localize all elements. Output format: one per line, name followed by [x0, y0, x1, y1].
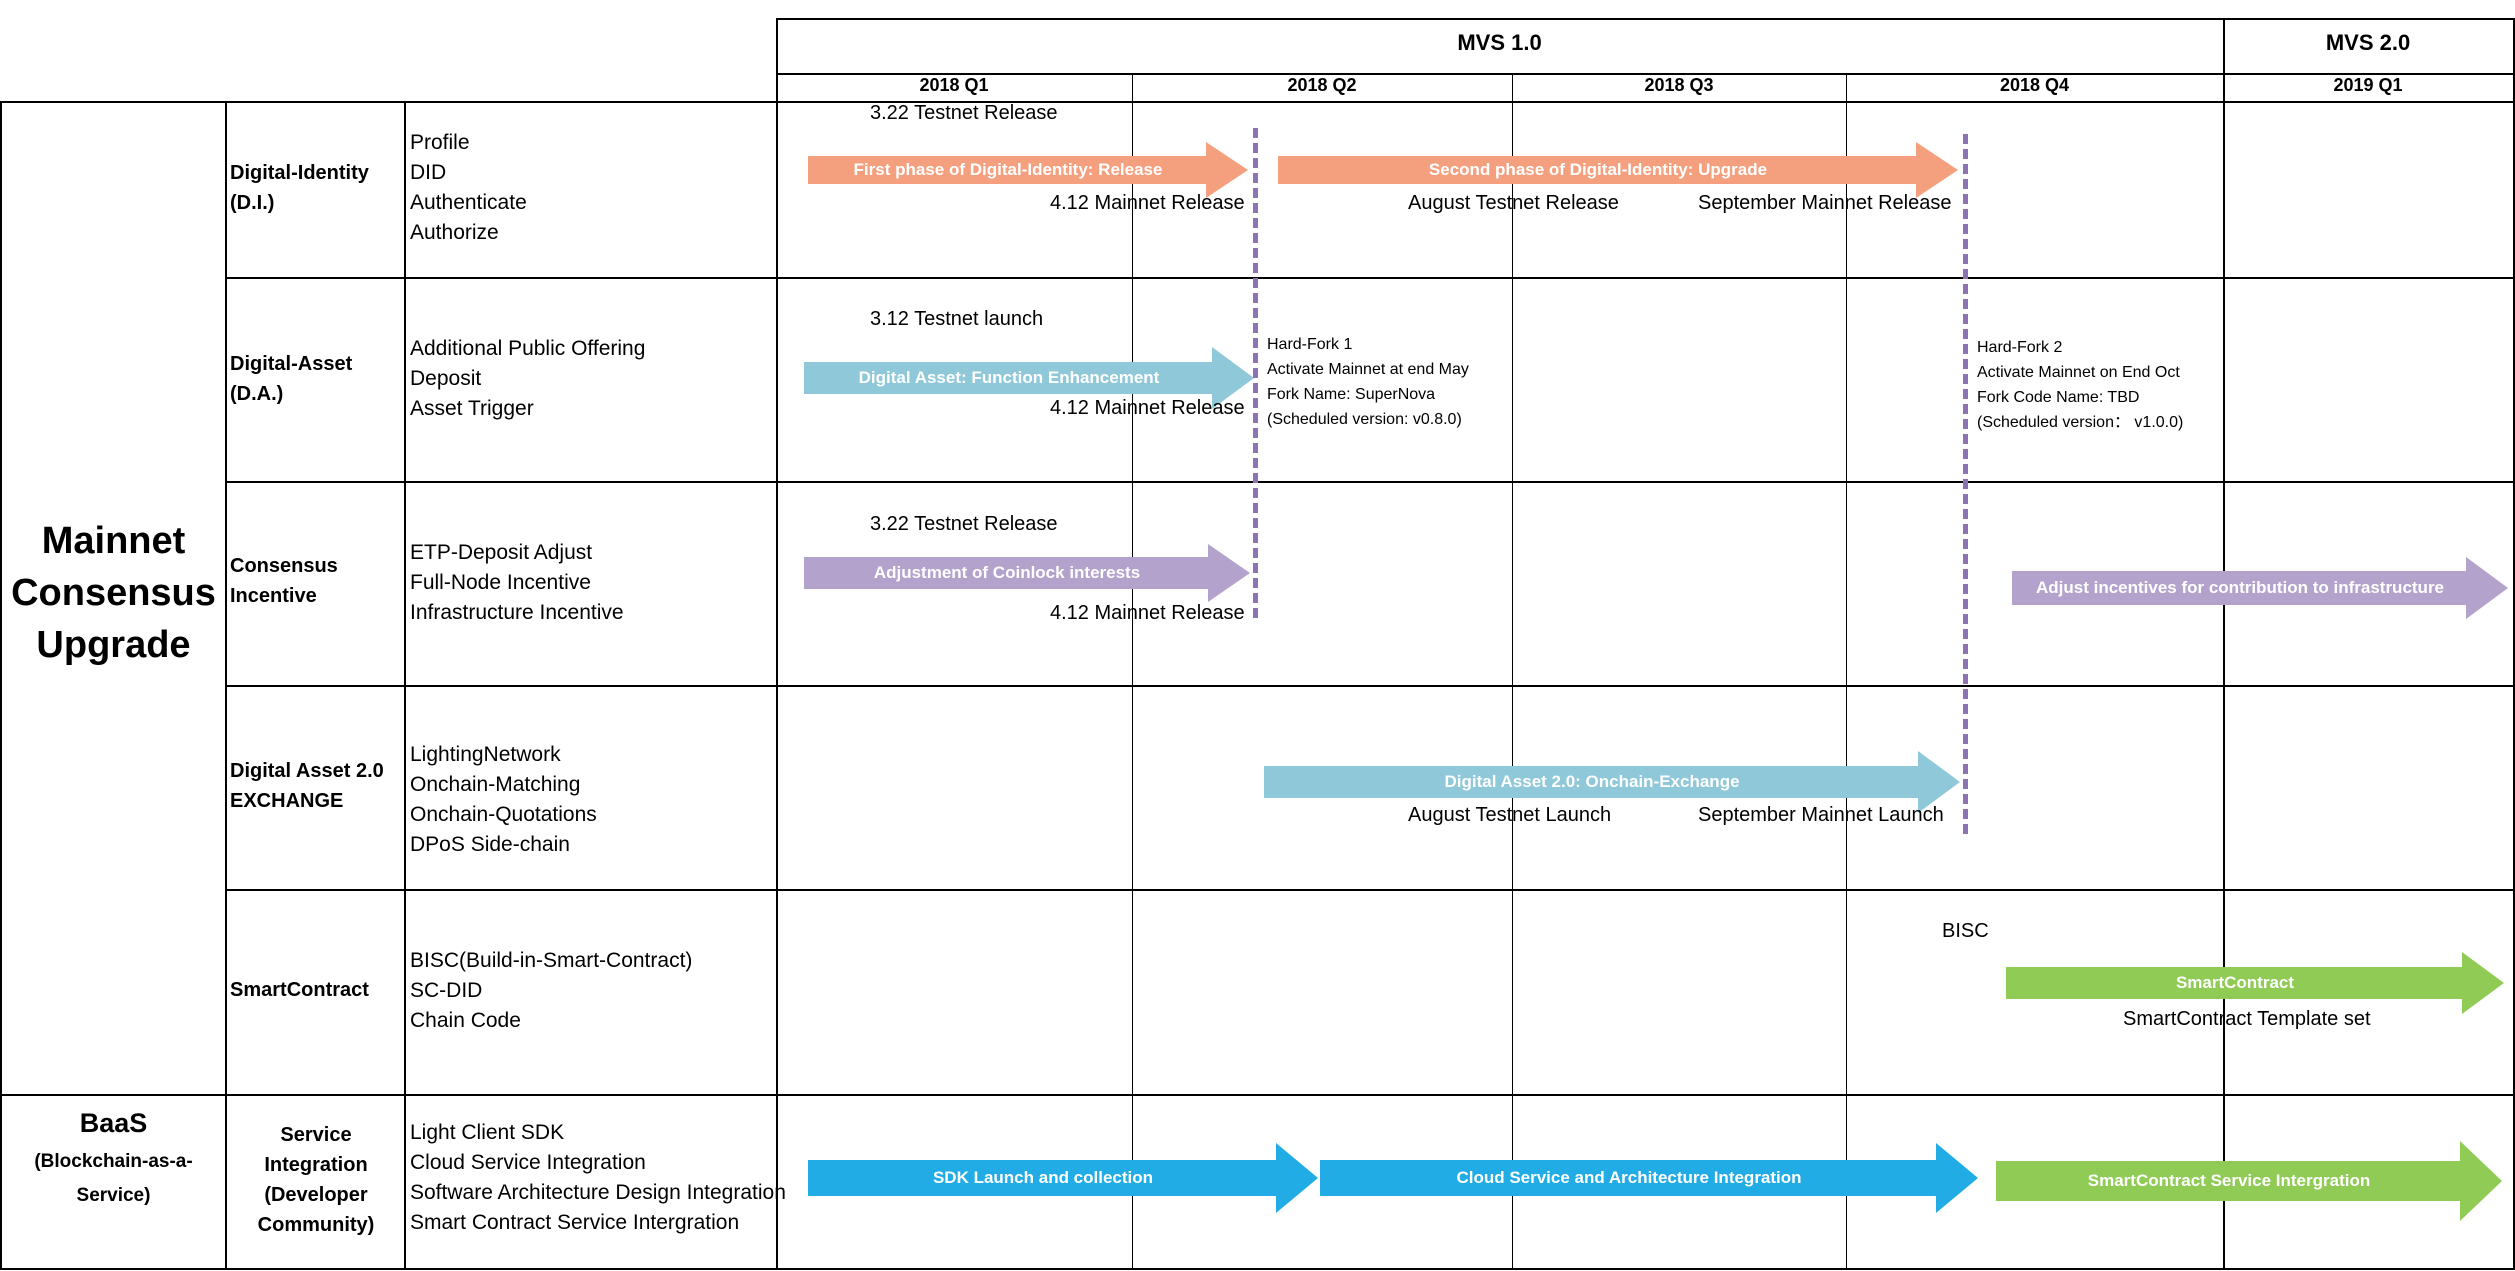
label-di-mainnet: 4.12 Mainnet Release [1050, 192, 1245, 214]
group-title-mainnet: Mainnet Consensus Upgrade [11, 520, 216, 666]
note-line: Hard-Fork 1 [1267, 336, 1353, 353]
label-di-testnet: 3.22 Testnet Release [870, 102, 1058, 124]
arrow-label: First phase of Digital-Identity: Release [853, 160, 1163, 179]
feature-item: Profile [410, 131, 470, 154]
category-service-integration: Service Integration (Developer Community… [257, 1124, 375, 1236]
arrow-shape [1996, 1141, 2502, 1221]
feature-item: DPoS Side-chain [410, 833, 570, 856]
note-line: Fork Name: SuperNova [1267, 386, 1436, 403]
feature-item: Asset Trigger [410, 397, 534, 420]
quarter-header-2018q3: 2018 Q3 [1644, 75, 1714, 95]
feature-item: Authorize [410, 221, 499, 244]
note-hard-fork-1: Hard-Fork 1 Activate Mainnet at end May … [1267, 332, 1469, 432]
arrow-label: Second phase of Digital-Identity: Upgrad… [1428, 160, 1768, 179]
feature-item: Light Client SDK [410, 1121, 565, 1144]
feature-item: ETP-Deposit Adjust [410, 541, 593, 564]
arrow-shape [808, 1143, 1318, 1213]
arrow-di-first-phase: First phase of Digital-Identity: Release [808, 142, 1248, 198]
label-sc-template-set: SmartContract Template set [2123, 1008, 2371, 1030]
label-ex-september-mainnet: September Mainnet Launch [1698, 804, 1944, 826]
label-da-mainnet: 4.12 Mainnet Release [1050, 397, 1245, 419]
arrow-shape [1320, 1143, 1978, 1213]
feature-item: Full-Node Incentive [410, 571, 591, 594]
note-line: (Scheduled version: v0.8.0) [1267, 411, 1462, 428]
note-line: (Scheduled version： v1.0.0) [1977, 414, 2184, 431]
arrow-label: Digital Asset: Function Enhancement [858, 368, 1160, 387]
feature-item: Onchain-Matching [410, 773, 581, 796]
label-di-september-mainnet: September Mainnet Release [1698, 192, 1952, 214]
feature-item: Smart Contract Service Intergration [410, 1211, 740, 1234]
label-da-testnet: 3.12 Testnet launch [870, 308, 1044, 330]
arrow-si-cloud-service: Cloud Service and Architecture Integrati… [1320, 1143, 1978, 1213]
version-header-mvs2: MVS 2.0 [2325, 30, 2411, 55]
feature-item: Chain Code [410, 1009, 521, 1032]
feature-item: Software Architecture Design Integration [410, 1181, 786, 1204]
arrow-shape [804, 544, 1250, 602]
group-subtitle-baas: (Blockchain-as-a- Service) [34, 1151, 193, 1206]
milestone-dashed-line-q2 [1253, 128, 1258, 618]
features-smartcontract: BISC(Build-in-Smart-Contract) SC-DID Cha… [410, 946, 692, 1036]
feature-item: BISC(Build-in-Smart-Contract) [410, 949, 693, 972]
arrow-label: Adjust incentives for contribution to in… [2035, 578, 2445, 597]
feature-item: LightingNetwork [410, 743, 561, 766]
arrow-da-function-enhancement: Digital Asset: Function Enhancement [804, 347, 1254, 409]
milestone-dashed-line-q4 [1963, 134, 1968, 834]
quarter-header-2019q1: 2019 Q1 [2333, 75, 2403, 95]
quarter-header-2018q4: 2018 Q4 [1999, 75, 2070, 95]
category-digital-identity: Digital-Identity (D.I.) [230, 162, 369, 214]
arrow-ex-onchain-exchange: Digital Asset 2.0: Onchain-Exchange [1264, 751, 1960, 813]
features-consensus-incentive: ETP-Deposit Adjust Full-Node Incentive I… [410, 538, 624, 628]
quarter-header-2018q1: 2018 Q1 [919, 75, 989, 95]
label-ci-testnet: 3.22 Testnet Release [870, 513, 1058, 535]
feature-item: Cloud Service Integration [410, 1151, 646, 1174]
features-digital-asset: Additional Public Offering Deposit Asset… [410, 334, 645, 424]
features-digital-identity: Profile DID Authenticate Authorize [410, 128, 527, 248]
arrow-ci-coinlock-interests: Adjustment of Coinlock interests [804, 544, 1250, 602]
feature-item: Additional Public Offering [410, 337, 646, 360]
arrow-shape [2012, 557, 2508, 619]
category-digital-asset-2-exchange: Digital Asset 2.0 EXCHANGE [230, 760, 384, 812]
label-ex-august-testnet: August Testnet Launch [1408, 804, 1612, 826]
arrow-di-second-phase: Second phase of Digital-Identity: Upgrad… [1278, 142, 1958, 198]
arrow-si-smartcontract-service: SmartContract Service Intergration [1996, 1141, 2502, 1221]
category-smartcontract: SmartContract [230, 979, 369, 1001]
features-digital-asset-2-exchange: LightingNetwork Onchain-Matching Onchain… [410, 740, 597, 860]
arrow-shape [804, 347, 1254, 409]
arrow-shape [1264, 751, 1960, 813]
features-service-integration: Light Client SDK Cloud Service Integrati… [410, 1118, 786, 1238]
arrow-label: Digital Asset 2.0: Onchain-Exchange [1444, 772, 1740, 791]
arrow-ci-infrastructure-incentives: Adjust incentives for contribution to in… [2012, 557, 2508, 619]
note-hard-fork-2: Hard-Fork 2 Activate Mainnet on End Oct … [1977, 335, 2183, 435]
feature-item: Deposit [410, 367, 482, 390]
note-line: Hard-Fork 2 [1977, 339, 2063, 356]
feature-item: DID [410, 161, 447, 184]
arrow-label: Adjustment of Coinlock interests [873, 563, 1141, 582]
note-line: Activate Mainnet at end May [1267, 361, 1469, 378]
note-line: Activate Mainnet on End Oct [1977, 364, 2180, 381]
label-di-august-testnet: August Testnet Release [1408, 192, 1619, 214]
arrow-sc-smartcontract: SmartContract [2006, 952, 2504, 1014]
arrow-label: Cloud Service and Architecture Integrati… [1456, 1168, 1802, 1187]
arrow-shape [1278, 142, 1958, 198]
quarter-header-2018q2: 2018 Q2 [1287, 75, 1357, 95]
note-line: Fork Code Name: TBD [1977, 389, 2140, 406]
category-consensus-incentive: Consensus Incentive [230, 555, 338, 607]
arrow-shape [2006, 952, 2504, 1014]
version-header-mvs1: MVS 1.0 [1457, 30, 1542, 55]
category-digital-asset: Digital-Asset (D.A.) [230, 353, 353, 405]
arrow-label: SmartContract Service Intergration [2087, 1171, 2371, 1190]
label-ci-mainnet: 4.12 Mainnet Release [1050, 602, 1245, 624]
arrow-label: SmartContract [2175, 973, 2295, 992]
group-title-baas: BaaS [79, 1108, 148, 1138]
arrow-shape [808, 142, 1248, 198]
arrow-si-sdk-launch: SDK Launch and collection [808, 1143, 1318, 1213]
feature-item: Authenticate [410, 191, 527, 214]
label-sc-bisc: BISC [1942, 920, 1989, 942]
feature-item: Infrastructure Incentive [410, 601, 624, 624]
feature-item: Onchain-Quotations [410, 803, 597, 826]
feature-item: SC-DID [410, 979, 483, 1002]
arrow-label: SDK Launch and collection [932, 1168, 1154, 1187]
